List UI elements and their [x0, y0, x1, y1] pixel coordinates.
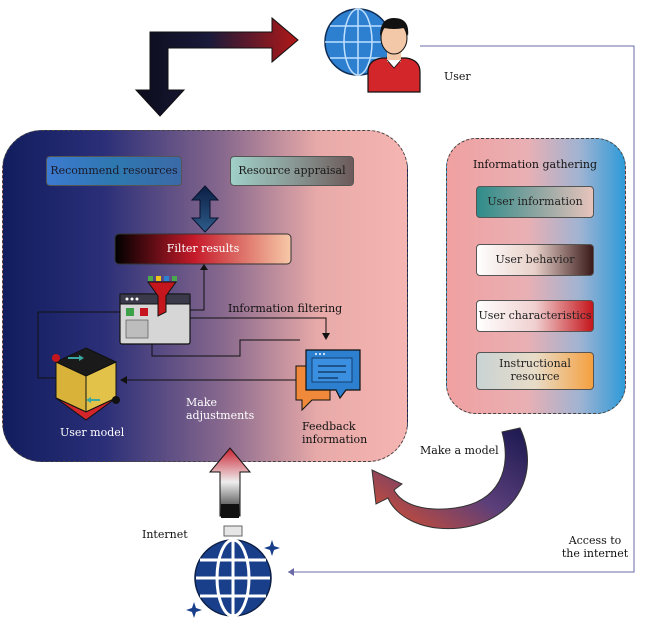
internet-globe-icon [194, 525, 272, 618]
filter-window-icon [119, 276, 191, 345]
information-gathering-title: Information gathering [472, 158, 598, 171]
double-arrow [190, 185, 220, 233]
filter-results-label: Filter results [166, 242, 240, 255]
top-elbow-arrow [134, 16, 299, 117]
resource-appraisal-pill: Resource appraisal [230, 156, 354, 186]
user-globe-icon [324, 8, 392, 76]
user-model-cube-icon [52, 347, 120, 421]
user-characteristics-pill: User characteristics [476, 300, 594, 332]
instructional-resource-pill: Instructional resource [476, 352, 594, 390]
user-label: User [444, 70, 471, 83]
sparkle-icon [186, 540, 280, 618]
feedback-chat-icon [295, 349, 361, 412]
feedback-information-label: Feedback information [302, 420, 368, 447]
access-internet-line [288, 45, 635, 573]
user-person-icon [367, 18, 421, 93]
access-internet-label: Access to the internet [561, 534, 629, 561]
information-filtering-label: Information filtering [228, 302, 343, 315]
internet-up-arrow [208, 447, 252, 517]
internet-label: Internet [142, 528, 188, 541]
make-a-model-label: Make a model [420, 444, 499, 457]
user-information-pill: User information [476, 186, 594, 218]
user-behavior-pill: User behavior [476, 244, 594, 276]
make-adjustments-label: Make adjustments [186, 396, 255, 423]
user-model-label: User model [60, 426, 125, 439]
recommend-resources-pill: Recommend resources [46, 156, 182, 186]
filter-results-bar [114, 233, 292, 265]
make-model-arrow [371, 427, 528, 530]
